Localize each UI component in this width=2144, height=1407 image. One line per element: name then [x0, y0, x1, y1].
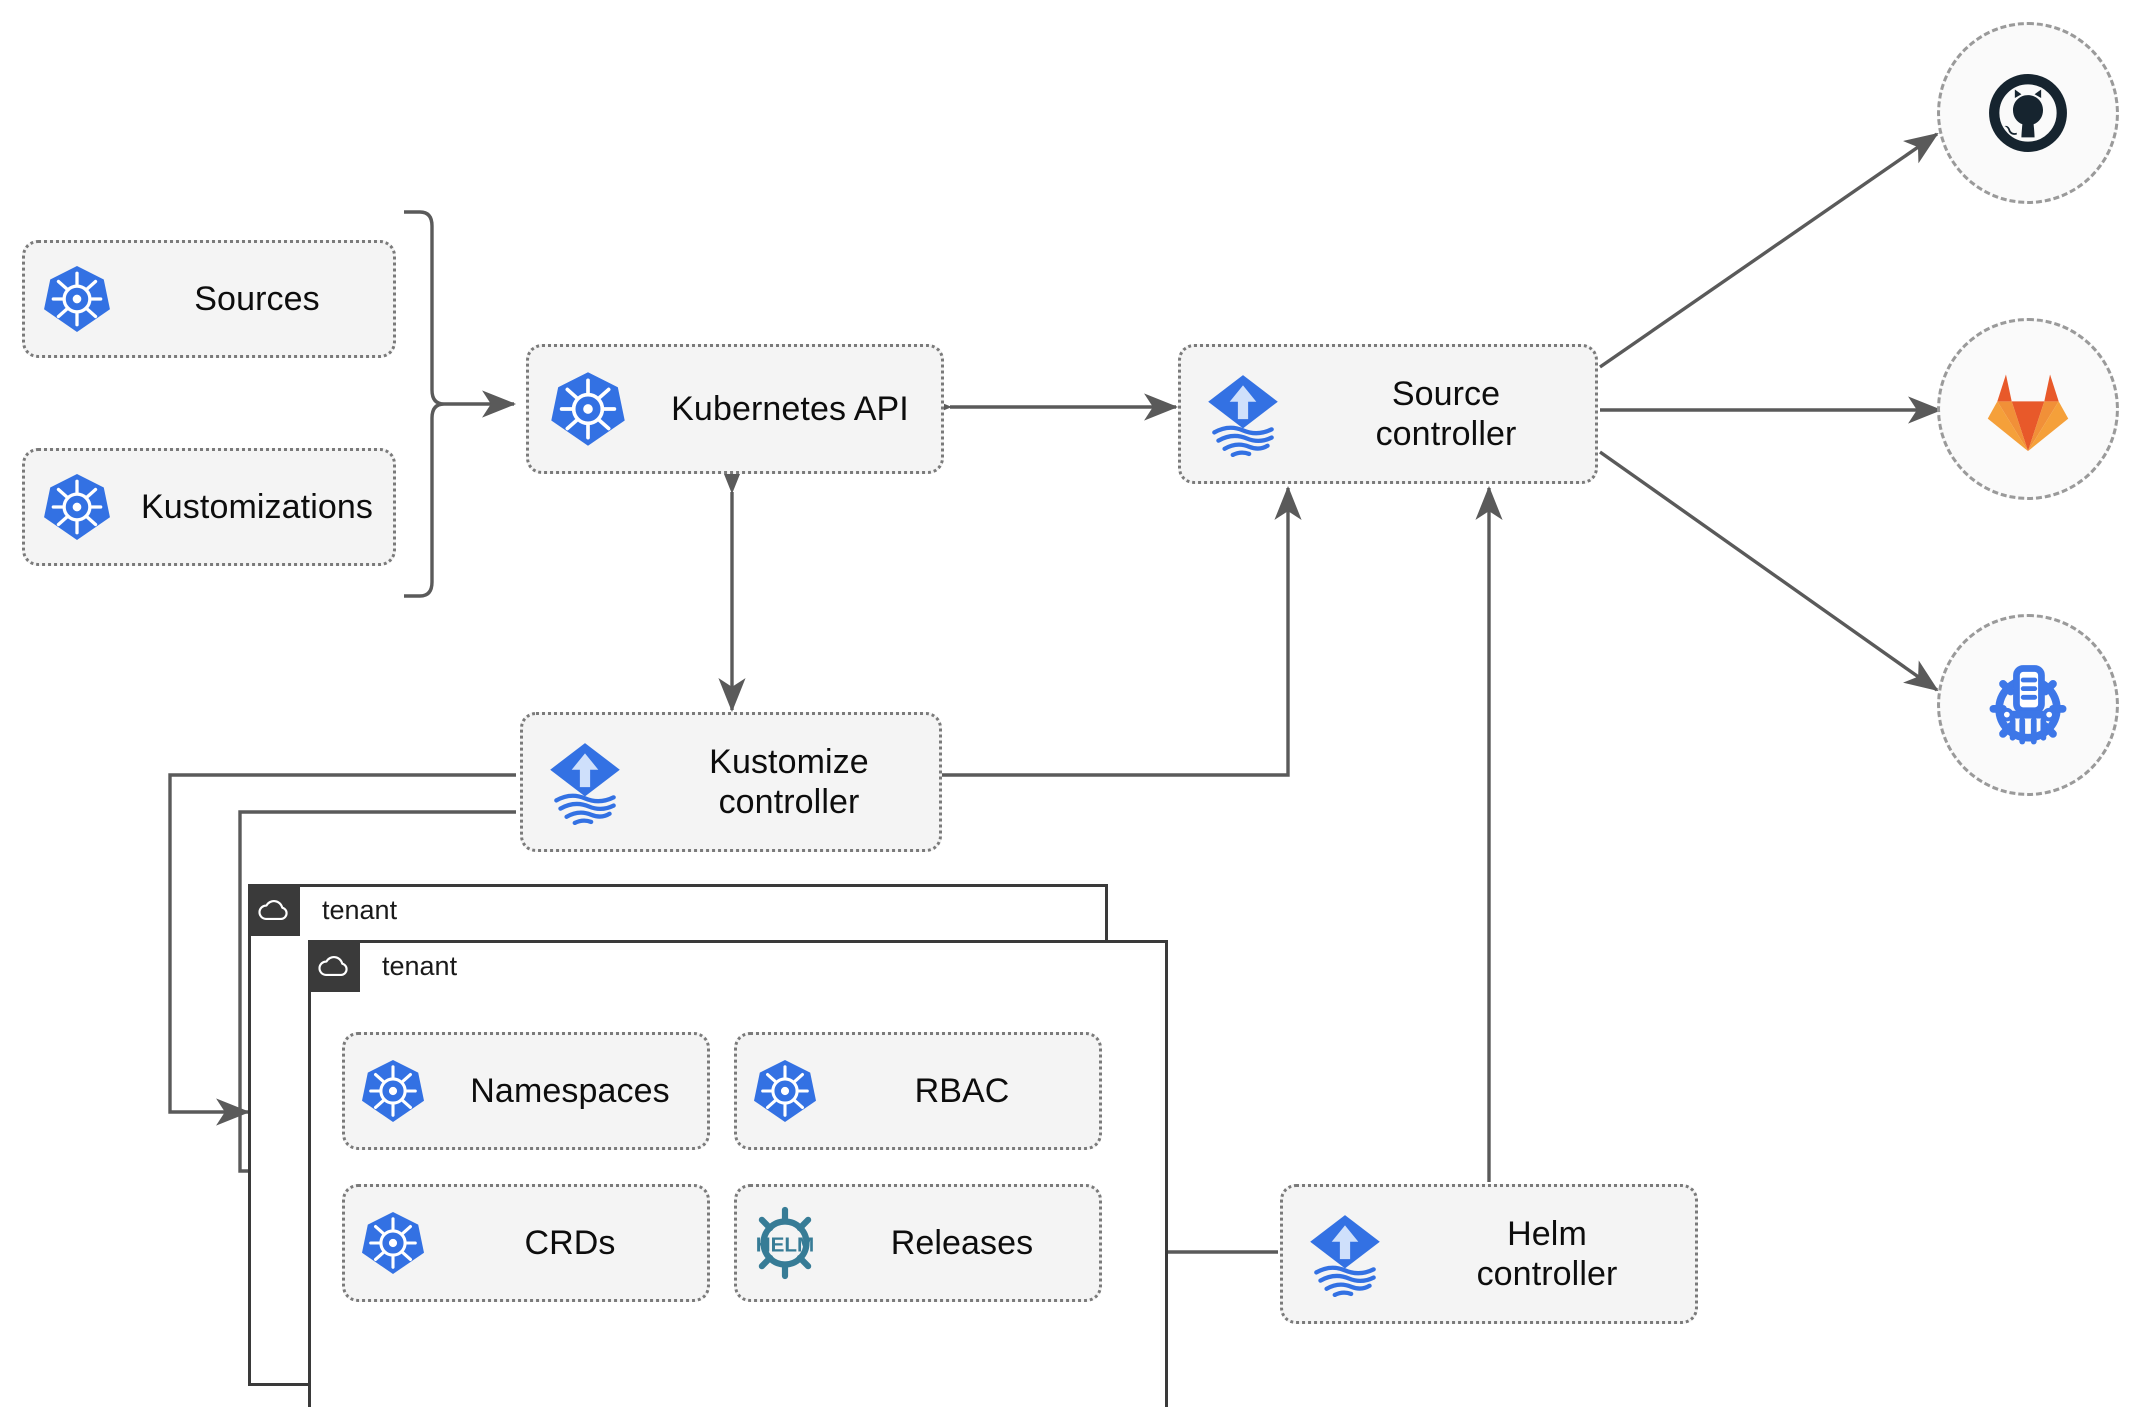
node-helm-controller[interactable]: Helm controller [1280, 1184, 1698, 1324]
provider-github[interactable] [1937, 22, 2119, 204]
provider-helm-repository[interactable] [1937, 614, 2119, 796]
node-label: Namespaces [470, 1071, 670, 1110]
tenant-name: tenant [382, 950, 458, 981]
node-label: Kustomize controller [647, 742, 939, 822]
github-icon [1989, 74, 2067, 152]
node-label-line1: Helm [1507, 1214, 1587, 1253]
node-label: CRDs [524, 1223, 616, 1262]
node-label: Releases [890, 1223, 1034, 1262]
node-label-line2: controller [1476, 1255, 1618, 1293]
edge-source-to-helm-repo [1599, 450, 1939, 692]
flux-icon [523, 739, 647, 825]
node-label-line2: controller [1375, 415, 1517, 453]
node-rbac[interactable]: RBAC [734, 1032, 1102, 1150]
node-label: Helm controller [1407, 1214, 1695, 1294]
node-source-controller[interactable]: Source controller [1178, 344, 1598, 484]
node-label-line2: controller [718, 783, 860, 821]
helm-repository-icon [1989, 665, 2067, 745]
provider-gitlab[interactable] [1937, 318, 2119, 500]
kubernetes-icon [345, 1210, 441, 1276]
tenant-container-inner[interactable]: tenant [308, 940, 1168, 1407]
node-label: Kustomizations [141, 487, 373, 526]
svg-text:HELM: HELM [756, 1233, 814, 1256]
tenant-header: tenant [248, 884, 397, 936]
node-crds[interactable]: CRDs [342, 1184, 710, 1302]
flux-icon [1181, 371, 1305, 457]
node-label: Sources [194, 279, 320, 318]
kubernetes-icon [529, 370, 647, 448]
cloud-icon [248, 884, 300, 936]
node-label-line1: Source [1391, 374, 1501, 413]
node-kustomize-controller[interactable]: Kustomize controller [520, 712, 942, 852]
node-label: Kubernetes API [671, 389, 909, 428]
edge-source-to-github [1599, 132, 1939, 369]
cloud-icon [308, 940, 360, 992]
kubernetes-icon [25, 472, 129, 542]
kubernetes-icon [737, 1058, 833, 1124]
tenant-name: tenant [322, 894, 398, 925]
kubernetes-icon [345, 1058, 441, 1124]
gitlab-icon [1987, 374, 2069, 452]
tenant-header: tenant [308, 940, 457, 992]
helm-icon: HELM [737, 1205, 833, 1281]
edge-kustomize-to-source [942, 485, 1302, 777]
kubernetes-icon [25, 264, 129, 334]
flux-icon [1283, 1211, 1407, 1297]
node-kustomizations[interactable]: Kustomizations [22, 448, 396, 566]
node-label: Source controller [1305, 374, 1595, 454]
edge-resources-brace [404, 210, 445, 598]
node-label: RBAC [914, 1071, 1010, 1110]
node-label-line1: Kustomize [709, 742, 869, 781]
node-kubernetes-api[interactable]: Kubernetes API [526, 344, 944, 474]
node-sources[interactable]: Sources [22, 240, 396, 358]
node-namespaces[interactable]: Namespaces [342, 1032, 710, 1150]
node-releases[interactable]: HELM Releases [734, 1184, 1102, 1302]
